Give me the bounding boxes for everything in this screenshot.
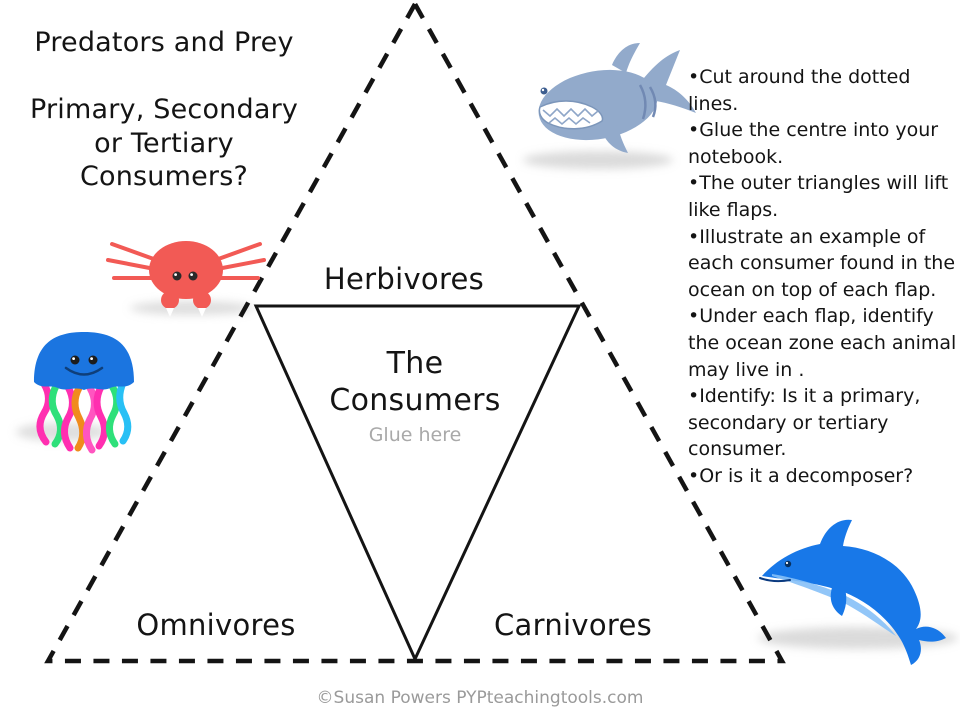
herbivores-label: Herbivores [323, 262, 485, 296]
glue-here-note: Glue here [368, 424, 462, 446]
jellyfish-image [34, 332, 134, 454]
shark-eye [540, 87, 548, 95]
crab-claw [193, 291, 211, 309]
instruction-item: •Or is it a decomposer? [688, 464, 914, 487]
title-line: Consumers? [79, 161, 249, 193]
worksheet-title: Predators and Prey Primary, Secondary or… [8, 26, 320, 194]
carnivores-label: Carnivores [493, 608, 652, 642]
dolphin-mouth [759, 577, 791, 583]
instruction-item: •Identify: Is it a primary, secondary or… [688, 385, 921, 461]
instructions-list: •Cut around the dotted lines. •Glue the … [688, 64, 960, 490]
crab-shadow [130, 301, 254, 315]
crab-claw [161, 291, 179, 309]
inner-consumers-triangle [253, 304, 582, 663]
title-line: Predators and Prey [34, 27, 294, 58]
instruction-item: •Glue the centre into your notebook. [688, 119, 939, 168]
instruction-item: •Illustrate an example of each consumer … [688, 225, 956, 301]
crab-eye [172, 271, 182, 281]
crab-eye [188, 271, 198, 281]
dolphin-image [759, 519, 946, 665]
copyright-credit: ©Susan Powers PYPteachingtools.com [316, 688, 644, 708]
instruction-item: •Cut around the dotted lines. [688, 66, 911, 115]
omnivores-label: Omnivores [136, 608, 296, 642]
shark-shadow [523, 151, 673, 169]
instructions-panel: •Cut around the dotted lines. •Glue the … [688, 64, 960, 490]
consumers-center-title: The Consumers [329, 346, 501, 418]
jellyfish-smile [64, 366, 104, 376]
jellyfish-eye [70, 355, 80, 365]
title-line: or Tertiary [94, 127, 234, 159]
shark-mouth [538, 100, 604, 130]
dolphin-fin [830, 582, 847, 616]
title-line: Primary, Secondary [29, 93, 299, 125]
jellyfish-dome [34, 332, 134, 390]
dolphin-eye [784, 560, 792, 568]
instruction-item: •Under each flap, identify the ocean zon… [688, 305, 957, 381]
instruction-item: •The outer triangles will lift like flap… [688, 172, 949, 221]
crab-image [106, 241, 266, 317]
shark-image [538, 43, 696, 153]
jellyfish-eye [88, 355, 98, 365]
